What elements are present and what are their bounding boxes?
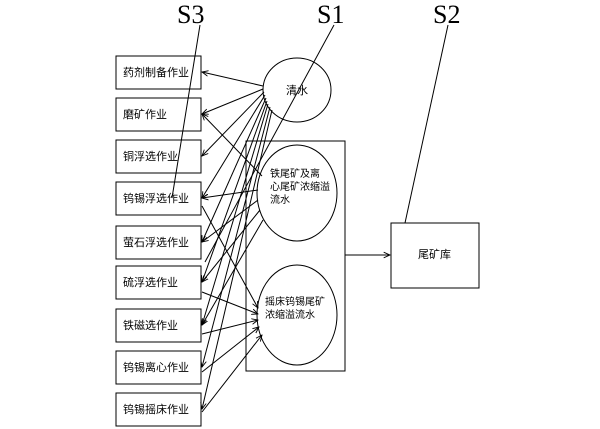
process-label: 硫浮选作业: [123, 276, 178, 289]
iron-tailings-overflow-line: 流水: [270, 195, 290, 206]
process-box-tungsten-tin-centrifuge: [115, 350, 202, 385]
process-boxes: [115, 55, 202, 427]
clean-water-circle: [262, 57, 332, 123]
process-box-sulfur-flotation: [115, 265, 202, 300]
process-label: 钨锡摇床作业: [123, 403, 189, 416]
s1-label: S1: [317, 0, 345, 29]
process-label: 药剂制备作业: [123, 66, 189, 79]
process-label: 萤石浮选作业: [123, 236, 189, 249]
clean-water-arrows: [202, 72, 273, 409]
clean-water-label: 清水: [286, 84, 308, 97]
s3-pointer-line: [171, 24, 201, 199]
s3-label: S3: [177, 0, 205, 29]
process-box-fluorite-flotation: [115, 225, 202, 260]
iron-tailings-overflow-circle: [256, 144, 338, 242]
shaker-tailings-overflow-label: 摇床钨锡尾矿 浓缩溢流水: [265, 296, 345, 322]
s2-label: S2: [433, 0, 461, 29]
tailings-pond-box: [390, 222, 480, 289]
process-box-iron-magnetic: [115, 308, 202, 343]
tailings-pond-label: 尾矿库: [418, 248, 451, 261]
process-box-reagent-prep: [115, 55, 202, 90]
iron-tailings-overflow-line: 心尾矿浓缩溢: [270, 182, 330, 193]
shaker-tailings-overflow-line: 浓缩溢流水: [265, 310, 315, 321]
shaker-tailings-overflow-circle: [256, 264, 338, 366]
process-label: 钨锡浮选作业: [123, 192, 189, 205]
iron-tailings-overflow-label: 铁尾矿及离 心尾矿浓缩溢 流水: [270, 168, 350, 207]
process-label: 磨矿作业: [123, 108, 167, 121]
s2-pointer-line: [404, 24, 449, 224]
overflow-water-enclosure: [245, 140, 346, 372]
shaker-tailings-overflow-arrows: [201, 205, 262, 413]
s1-pointer-line: [204, 24, 335, 263]
process-label: 铜浮选作业: [123, 150, 178, 163]
shaker-tailings-overflow-line: 摇床钨锡尾矿: [265, 297, 325, 308]
process-label: 钨锡离心作业: [123, 361, 189, 374]
process-box-copper-flotation: [115, 139, 202, 174]
process-label: 铁磁选作业: [123, 319, 178, 332]
iron-tailings-overflow-line: 铁尾矿及离: [270, 169, 320, 180]
process-box-tungsten-tin-shaker: [115, 392, 202, 427]
iron-tailings-overflow-arrows: [202, 114, 264, 325]
